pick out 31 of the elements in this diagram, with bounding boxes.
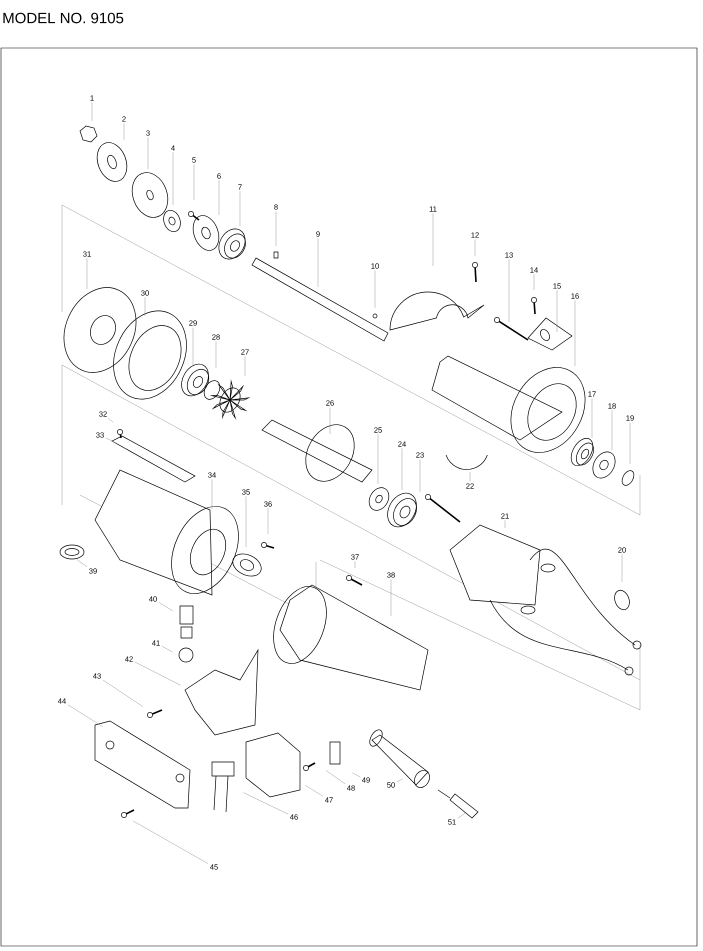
leader-line (326, 770, 346, 784)
leader-line (133, 820, 208, 864)
leader-line (172, 152, 174, 206)
leader-line (218, 180, 220, 216)
leader-line (144, 297, 146, 316)
leader-line (458, 813, 466, 818)
leader-line (354, 561, 356, 568)
leader-line (106, 438, 117, 444)
leader-line (474, 239, 476, 256)
leader-line (108, 418, 114, 422)
leader-line (192, 327, 194, 366)
title: MODEL NO. 9105 (3, 12, 124, 24)
leader-line (244, 356, 246, 376)
leader-line (432, 213, 434, 266)
leader-line (243, 792, 288, 814)
leader-line (374, 270, 376, 308)
leader-line (162, 646, 173, 652)
leader-line (102, 680, 144, 707)
leader-line (86, 258, 88, 290)
leader-line (68, 704, 104, 727)
leader-line (304, 785, 324, 797)
leader-line (574, 300, 576, 366)
leader-line (504, 520, 506, 528)
leader-line (76, 559, 88, 568)
leader-line (352, 772, 360, 778)
leader-line (390, 579, 392, 616)
leader-line (396, 778, 403, 782)
leader-line (556, 290, 558, 332)
leader-line (158, 602, 174, 612)
leader-line (134, 662, 181, 686)
leader-line (508, 259, 510, 322)
